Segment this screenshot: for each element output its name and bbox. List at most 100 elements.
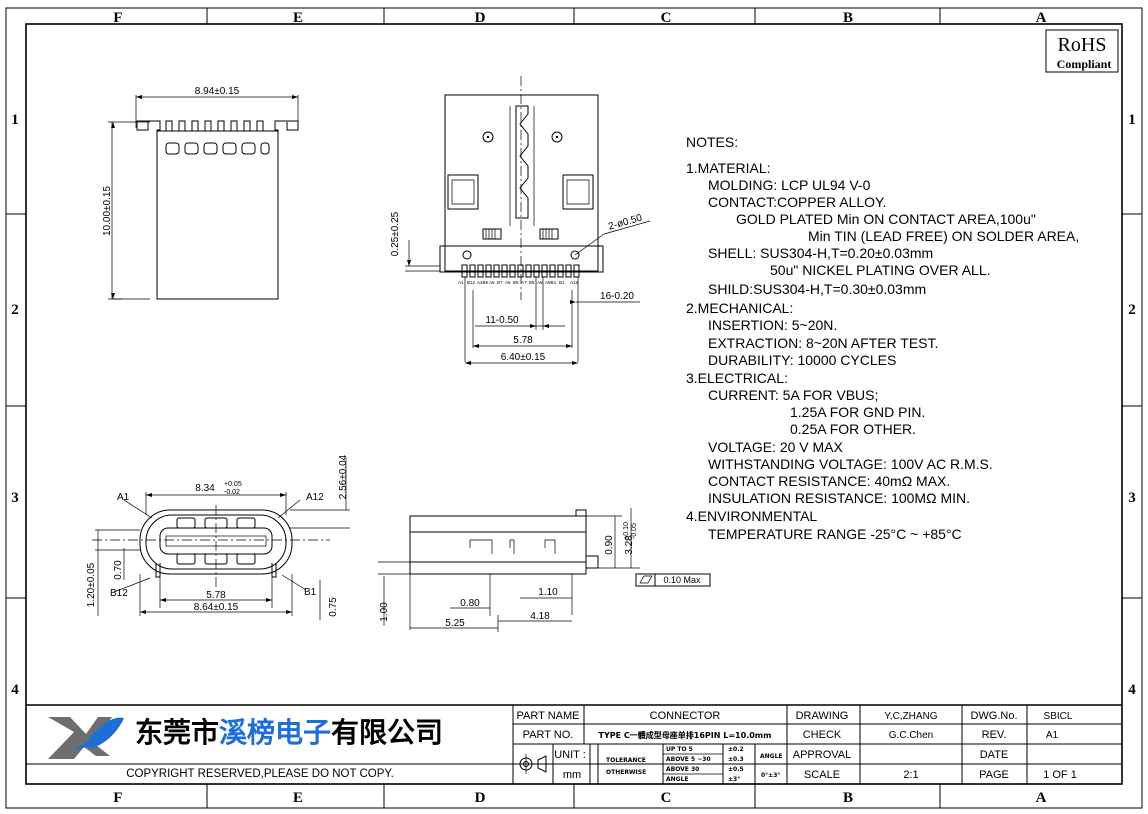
side-view: 0.90 3.28 +0.10 -0.05 0.10 Max 1.10 0.80…: [378, 508, 711, 632]
rohs-subtitle: Compliant: [1057, 57, 1112, 71]
col-label-d: D: [475, 10, 486, 26]
projection-symbol-icon: [516, 754, 547, 774]
part-no-label: PART NO.: [523, 729, 574, 741]
note-mechanical: 2.MECHANICAL:: [686, 300, 793, 316]
notes: NOTES: 1.MATERIAL: MOLDING: LCP UL94 V-0…: [686, 134, 1079, 542]
company-name: 东莞市溪榜电子有限公司: [135, 716, 443, 749]
page-label: PAGE: [979, 769, 1009, 781]
part-name-value: CONNECTOR: [650, 710, 721, 722]
notes-title: NOTES:: [686, 134, 738, 150]
row-label-2: 2: [11, 302, 19, 318]
note-electrical: 3.ELECTRICAL:: [686, 370, 788, 386]
dim-front-width: 8.94±0.15: [195, 86, 240, 97]
dim-side-100: 1.00: [379, 602, 390, 622]
note-current-other: 0.25A FOR OTHER.: [790, 421, 916, 437]
dim-span-578: 5.78: [513, 335, 533, 346]
dim-opening-tol-up: +0.05: [224, 481, 242, 488]
rohs-title: RoHS: [1058, 34, 1107, 56]
company-name-mid: 溪榜电子: [219, 716, 331, 749]
face-view: 8.34 +0.05 -0.02 A1 A12 2.56±0.04 0.70 1…: [86, 454, 350, 620]
pin-label-a5: A5: [489, 280, 495, 285]
note-voltage: VOLTAGE: 20 V MAX: [708, 439, 844, 455]
dim-hole: 2-ø0.50: [607, 212, 644, 232]
tol-val-2: ±0.3: [728, 756, 744, 763]
top-view: A1 B12 A4B9 A5 B7 A6 B6 A7 B5 A8 A9B4 B1…: [390, 76, 651, 365]
approval-label: APPROVAL: [793, 749, 852, 761]
tol-val-3: ±0.5: [728, 766, 744, 773]
dim-opening-width: 8.34: [195, 483, 215, 494]
dim-side-328: 3.28: [624, 535, 635, 555]
note-temperature: TEMPERATURE RANGE -25°C ~ +85°C: [708, 526, 962, 542]
label-b12: B12: [110, 588, 128, 599]
part-no-value: TYPE C一體成型母座单排16PIN L=10.0mm: [599, 730, 772, 740]
flatness-box: [635, 573, 711, 587]
note-molding: MOLDING: LCP UL94 V-0: [708, 177, 871, 193]
rev-value: A1: [1046, 730, 1059, 741]
note-extraction: EXTRACTION: 8~20N AFTER TEST.: [708, 335, 938, 351]
date-label: DATE: [980, 749, 1009, 761]
row-label-1: 1: [11, 112, 19, 128]
dim-d075: 0.75: [328, 597, 339, 617]
note-withstanding: WITHSTANDING VOLTAGE: 100V AC R.M.S.: [708, 456, 993, 472]
dim-opening-tol-dn: -0.02: [224, 489, 240, 496]
col-label-f: F: [113, 10, 122, 26]
front-view: 8.94±0.15 10.00±0.15: [102, 86, 299, 300]
row-label-3: 3: [11, 490, 19, 506]
pin-label-a9b4: A9B4: [545, 280, 557, 285]
row-label-1-right: 1: [1128, 112, 1136, 128]
col-label-c-bottom: C: [661, 790, 672, 806]
company-logo: [48, 717, 124, 759]
angle-label: ANGLE: [760, 753, 783, 760]
pin-label-b12: B12: [467, 280, 476, 285]
note-current: CURRENT: 5A FOR VBUS;: [708, 387, 878, 403]
pin-label-b5: B5: [529, 280, 535, 285]
dwg-no-value: SBICL: [1044, 711, 1073, 722]
pin-label-b1: B1: [559, 280, 565, 285]
scale-label: SCALE: [804, 769, 840, 781]
pin-label-a8: A8: [537, 280, 543, 285]
note-insertion: INSERTION: 5~20N.: [708, 317, 837, 333]
tol-val-1: ±0.2: [728, 746, 744, 753]
dim-side-080: 0.80: [460, 598, 480, 609]
pin-label-b6: B6: [513, 280, 519, 285]
col-label-b-bottom: B: [843, 790, 853, 806]
row-label-3-right: 3: [1128, 490, 1136, 506]
copyright-notice: COPYRIGHT RESERVED,PLEASE DO NOT COPY.: [126, 768, 394, 780]
inner-frame: [25, 23, 1123, 785]
tol-range-3: ABOVE 30: [666, 766, 699, 773]
unit-value: mm: [563, 769, 581, 781]
label-b1: B1: [304, 587, 317, 598]
row-label-4: 4: [11, 682, 19, 698]
row-label-2-right: 2: [1128, 302, 1136, 318]
note-shell: SHELL: SUS304-H,T=0.20±0.03mm: [708, 245, 933, 261]
dwg-no-label: DWG.No.: [970, 710, 1017, 722]
otherwise-label: OTHERWISE: [606, 769, 646, 776]
dim-span-640: 6.40±0.15: [501, 352, 546, 363]
dim-bottom-864: 8.64±0.15: [194, 602, 239, 613]
note-contact: CONTACT:COPPER ALLOY.: [708, 194, 886, 210]
title-block: 东莞市溪榜电子有限公司 COPYRIGHT RESERVED,PLEASE DO…: [26, 704, 1122, 784]
dim-side-328-up: +0.10: [623, 522, 630, 540]
pin-label-a6: A6: [505, 280, 511, 285]
dim-height-256: 2.56±0.04: [338, 454, 349, 499]
flatness-value: 0.10 Max: [663, 575, 701, 585]
tol-range-1: UP TO 5: [666, 746, 693, 753]
label-a1: A1: [117, 492, 130, 503]
dim-side-525: 5.25: [445, 618, 465, 629]
col-label-d-bottom: D: [475, 790, 486, 806]
dim-d070: 0.70: [113, 560, 124, 580]
note-durability: DURABILITY: 10000 CYCLES: [708, 352, 896, 368]
rohs-stamp: RoHS Compliant: [1045, 29, 1119, 73]
dim-side-418: 4.18: [530, 611, 550, 622]
note-gold-plated: GOLD PLATED Min ON CONTACT AREA,100u": [736, 211, 1036, 227]
page-value: 1 OF 1: [1043, 769, 1077, 781]
label-a12: A12: [306, 492, 324, 503]
drawing-label: DRAWING: [796, 710, 849, 722]
note-min-tin: Min TIN (LEAD FREE) ON SOLDER AREA,: [808, 228, 1079, 244]
pin-label-a1: A1: [458, 280, 464, 285]
dim-pin-offset: 0.25±0.25: [390, 211, 401, 256]
note-environmental: 4.ENVIRONMENTAL: [686, 508, 817, 524]
pin-label-b7: B7: [497, 280, 503, 285]
col-label-e-bottom: E: [293, 790, 303, 806]
row-label-4-right: 4: [1128, 682, 1136, 698]
